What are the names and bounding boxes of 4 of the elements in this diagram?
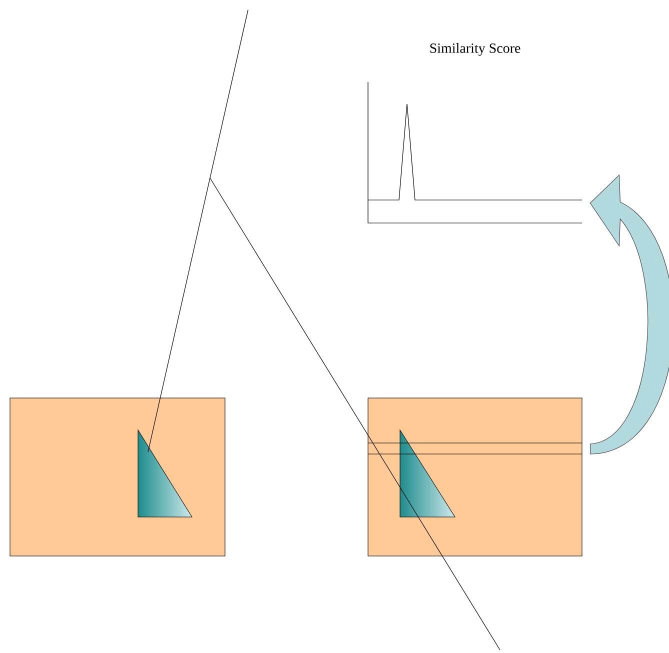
- plot-title: Similarity Score: [430, 43, 520, 56]
- image-box: [368, 398, 582, 556]
- image-box: [10, 398, 226, 556]
- curved-arrow: [590, 174, 669, 454]
